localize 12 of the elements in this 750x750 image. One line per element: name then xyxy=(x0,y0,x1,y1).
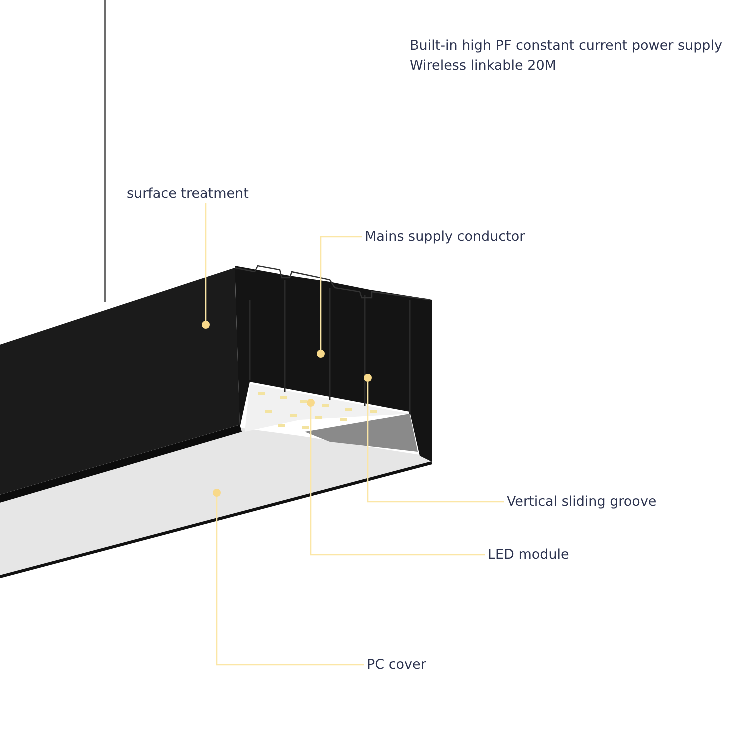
leader-line xyxy=(216,497,364,666)
callout-label: Mains supply conductor xyxy=(365,228,526,246)
callout-label: PC cover xyxy=(367,656,426,674)
leader-line xyxy=(367,382,504,503)
leader-line xyxy=(310,407,485,556)
feature-note: Wireless linkable 20M xyxy=(410,57,556,76)
leader-line xyxy=(320,236,362,350)
leader-line xyxy=(205,203,207,321)
callout-label: Vertical sliding groove xyxy=(507,493,657,511)
callout-label: surface treatment xyxy=(127,185,249,203)
feature-note: Built-in high PF constant current power supply xyxy=(410,37,722,56)
callout-label: LED module xyxy=(488,546,570,564)
